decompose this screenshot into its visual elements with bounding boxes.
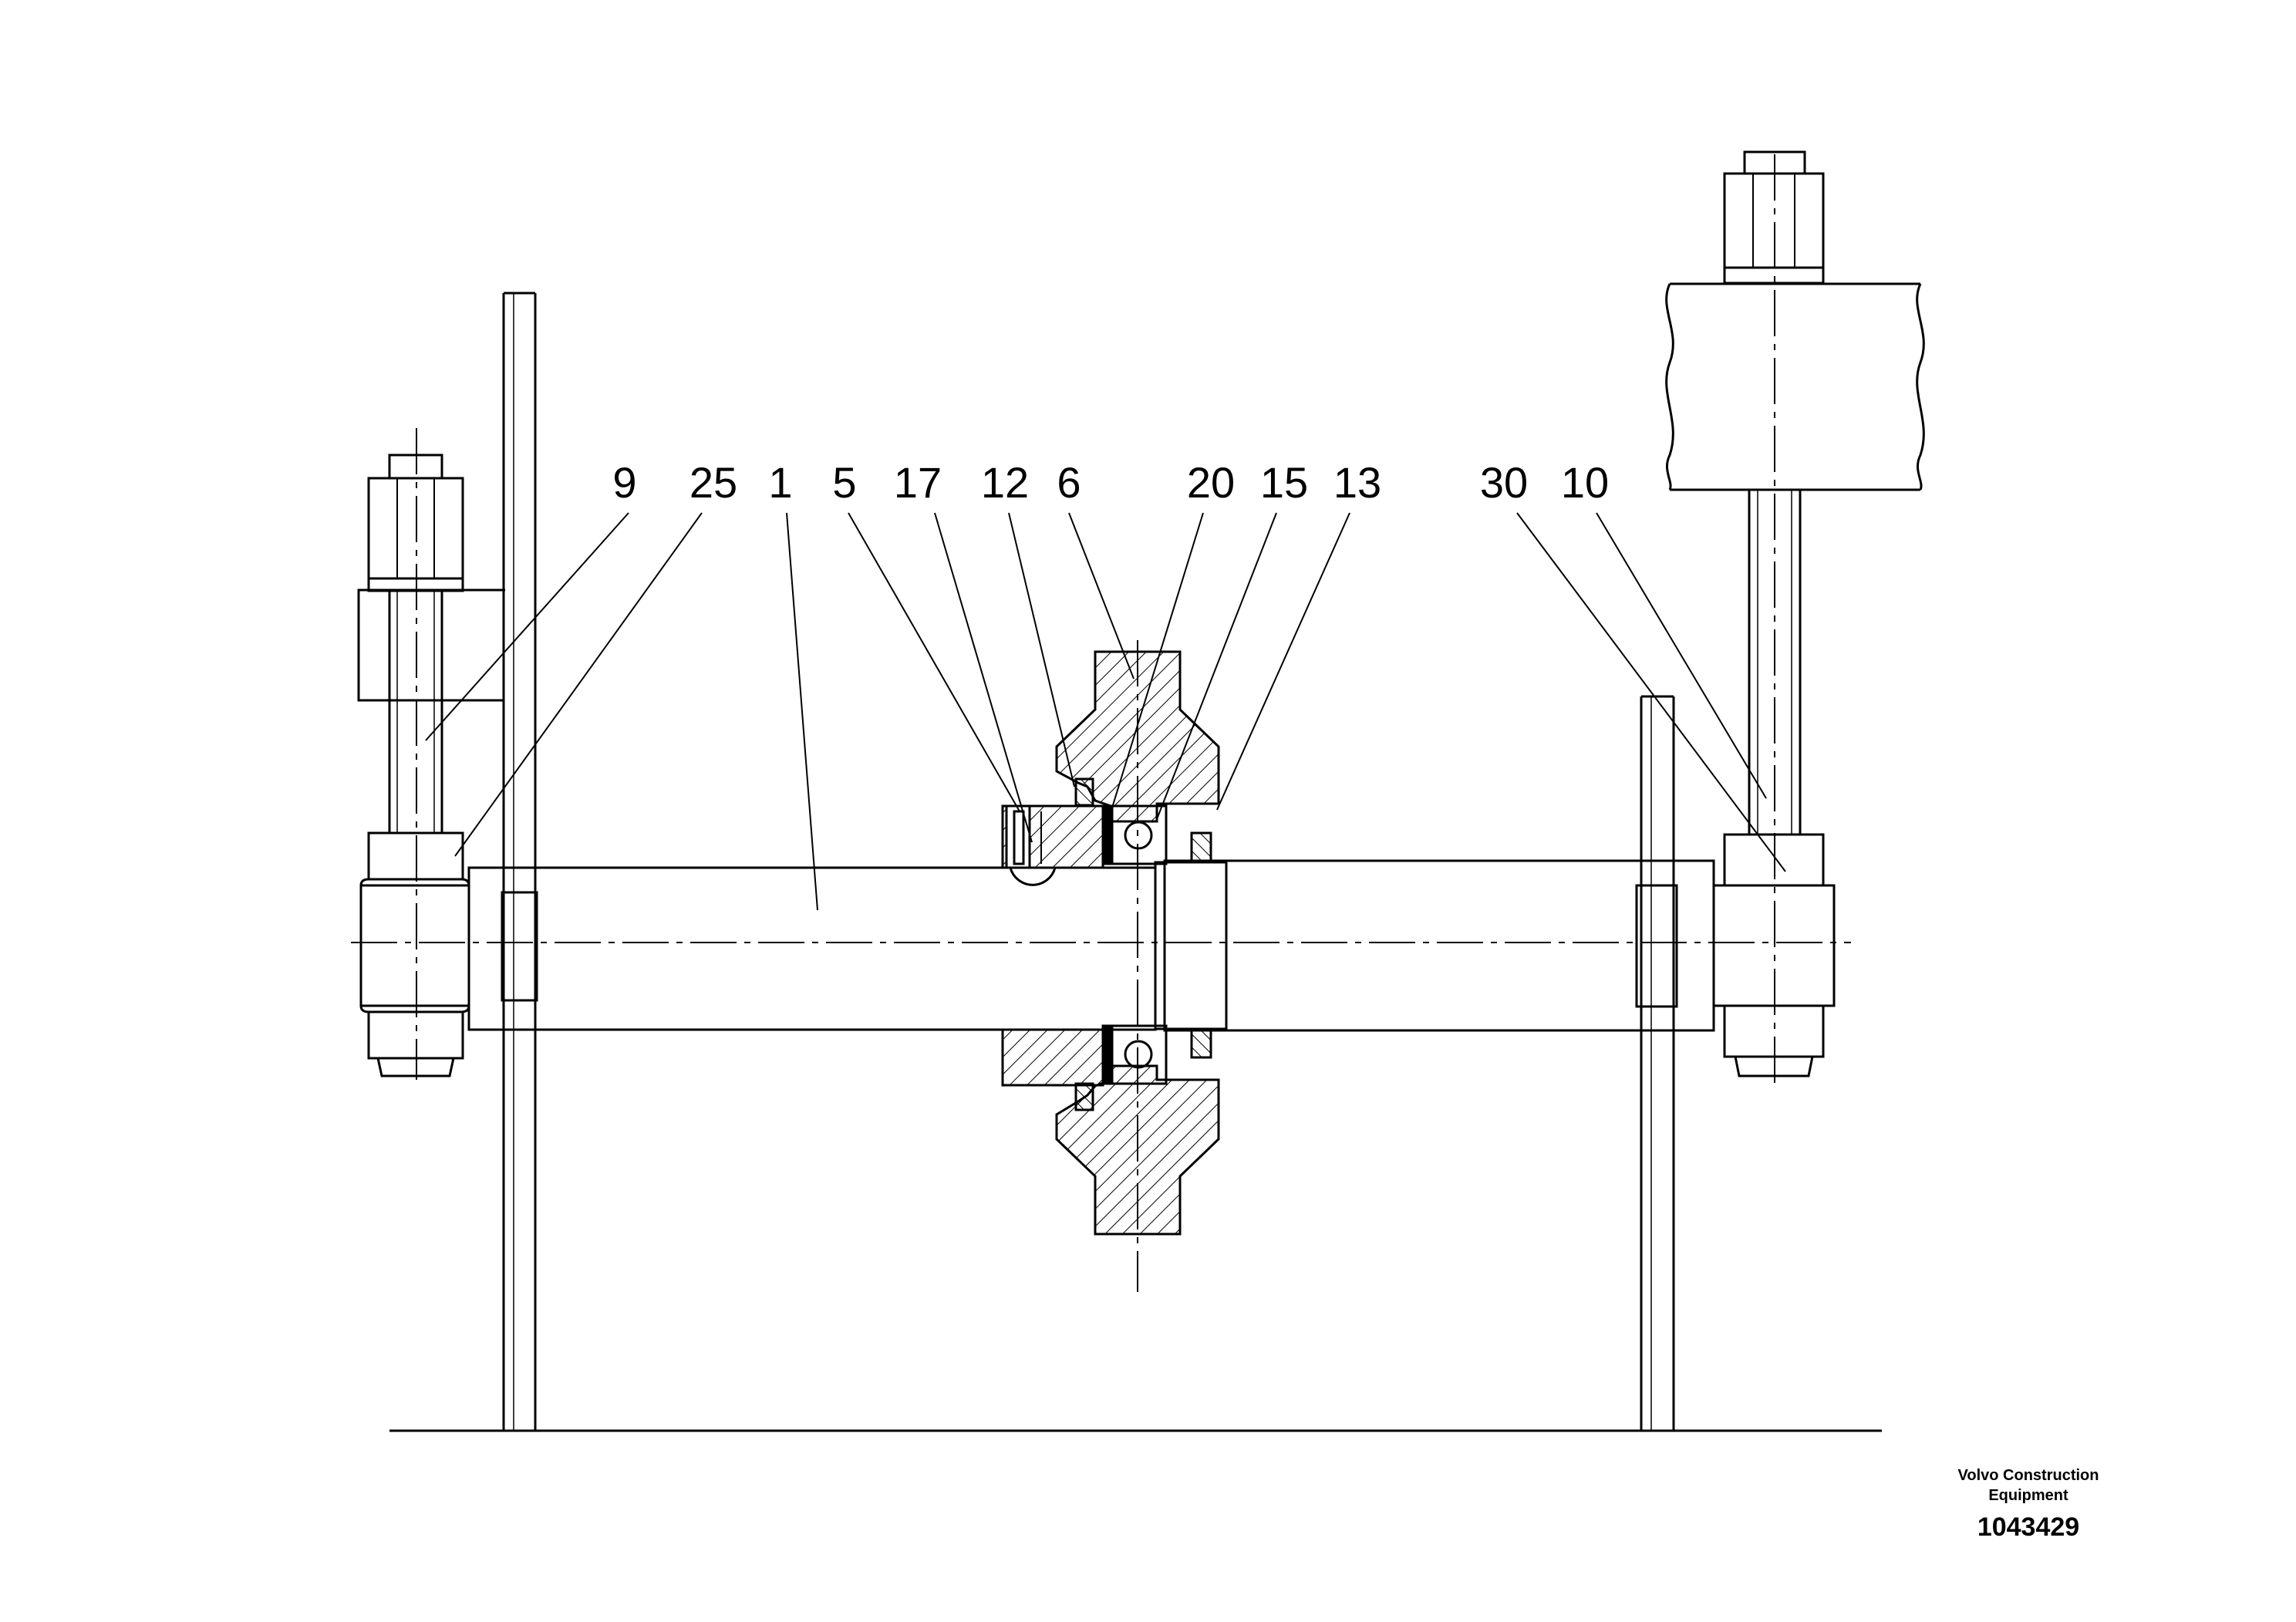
brand-name-line1: Volvo Construction: [1957, 1467, 2099, 1484]
label-15: 15: [1260, 458, 1308, 507]
label-5: 5: [832, 458, 856, 507]
document-number: 1043429: [1977, 1512, 2080, 1542]
label-25: 25: [689, 458, 737, 507]
right-rod-with-nuts: [1723, 150, 1825, 835]
label-9: 9: [612, 458, 636, 507]
right-frame-block: [1665, 282, 1925, 491]
bearing: [1101, 804, 1168, 1085]
label-17: 17: [894, 458, 942, 507]
left-bracket: [357, 588, 505, 702]
label-1: 1: [768, 458, 792, 507]
part-labels: 9 25 1 5 17 12 6 20 15 13 30 10: [612, 458, 1609, 507]
label-13: 13: [1333, 458, 1381, 507]
right-frame-post: [1640, 695, 1675, 1431]
left-frame-post: [502, 292, 537, 1431]
label-12: 12: [981, 458, 1029, 507]
brand-name-line2: Equipment: [1988, 1487, 2068, 1504]
left-clevis: [359, 831, 470, 1077]
locking-collar: [1001, 804, 1104, 1087]
seals: [1074, 777, 1212, 1111]
label-6: 6: [1057, 458, 1081, 507]
main-shaft: [467, 859, 1715, 1032]
hub-sprocket: [1055, 650, 1220, 1236]
label-30: 30: [1480, 458, 1528, 507]
label-20: 20: [1187, 458, 1235, 507]
leader-lines: [425, 512, 1786, 911]
label-10: 10: [1561, 458, 1609, 507]
